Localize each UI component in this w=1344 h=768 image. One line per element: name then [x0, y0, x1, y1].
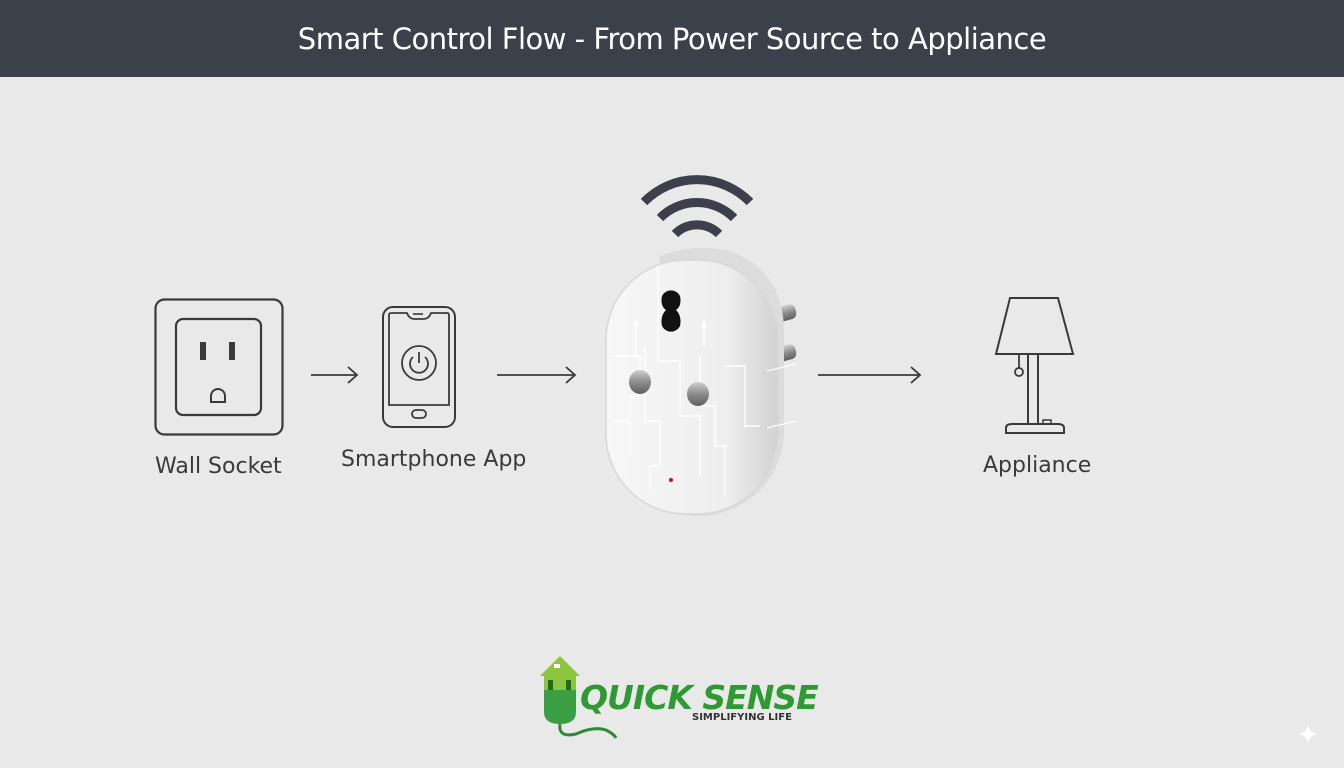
page-title: Smart Control Flow - From Power Source t…	[297, 21, 1047, 56]
brand-name: QUICK SENSE	[580, 678, 819, 717]
table-lamp-icon	[994, 296, 1076, 436]
quicksense-logo-icon	[536, 654, 622, 740]
arrow-right-icon	[310, 366, 360, 384]
status-led	[669, 478, 673, 482]
wall-socket-icon	[154, 298, 284, 436]
smartphone-power-icon	[381, 305, 457, 429]
sparkle-icon	[1298, 724, 1318, 744]
step-label-appliance: Appliance	[983, 453, 1092, 478]
smart-plug-icon	[600, 246, 800, 518]
arrow-right-icon	[817, 366, 923, 384]
arrow-right-icon	[496, 366, 578, 384]
wifi-signal-icon	[638, 172, 756, 240]
brand-tagline: SIMPLIFYING LIFE	[692, 712, 792, 723]
step-label-smartphone-app: Smartphone App	[341, 447, 527, 472]
title-bar: Smart Control Flow - From Power Source t…	[0, 0, 1344, 77]
step-label-wall-socket: Wall Socket	[155, 454, 282, 479]
